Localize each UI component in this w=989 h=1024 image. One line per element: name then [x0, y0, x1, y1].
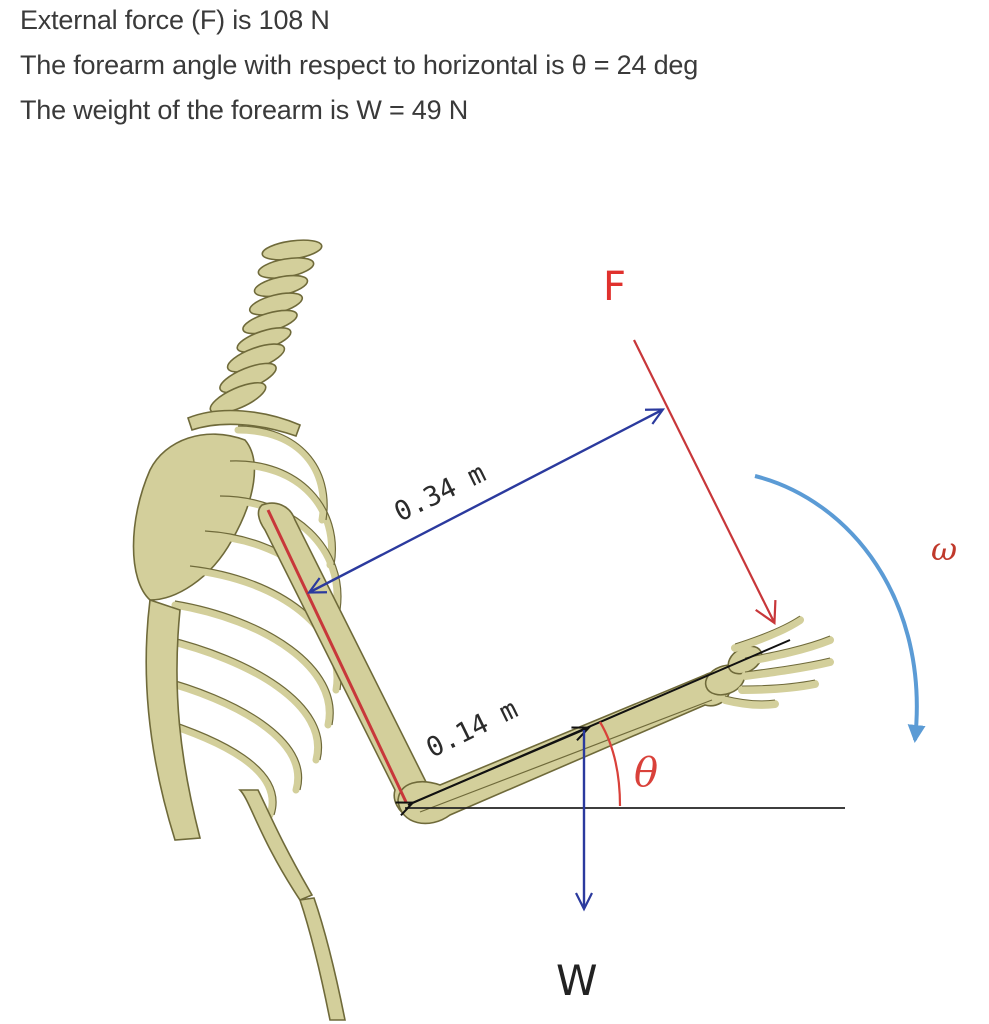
rotation-arrow: [754, 474, 926, 743]
humerus: [257, 502, 434, 820]
clavicle: [187, 409, 302, 438]
hand-bones: [704, 615, 834, 709]
spine: [209, 239, 323, 415]
lower-spine: [145, 598, 202, 841]
weight-moment-arm-label: 0.14 m: [421, 694, 522, 765]
theta-label: θ: [634, 750, 658, 796]
omega-label: ω: [931, 530, 957, 568]
problem-line-angle: The forearm angle with respect to horizo…: [20, 50, 699, 80]
leg-bone: [238, 789, 314, 901]
force-moment-arm-arrow: [306, 408, 666, 594]
leg-bone-2: [298, 897, 346, 1021]
weight-label: W: [556, 956, 598, 1005]
force-label: F: [603, 264, 626, 310]
problem-line-force: External force (F) is 108 N: [20, 5, 330, 35]
theta-arc: [599, 721, 622, 807]
force-moment-arm-label: 0.34 m: [389, 458, 490, 529]
problem-line-weight: The weight of the forearm is W = 49 N: [20, 95, 469, 125]
force-arrow: [633, 339, 777, 625]
problem-statement: External force (F) is 108 N The forearm …: [20, 0, 698, 135]
skeleton-illustration: [132, 239, 834, 1021]
upper-arm-line: [266, 509, 408, 803]
weight-moment-arm-arrow: [395, 726, 592, 817]
